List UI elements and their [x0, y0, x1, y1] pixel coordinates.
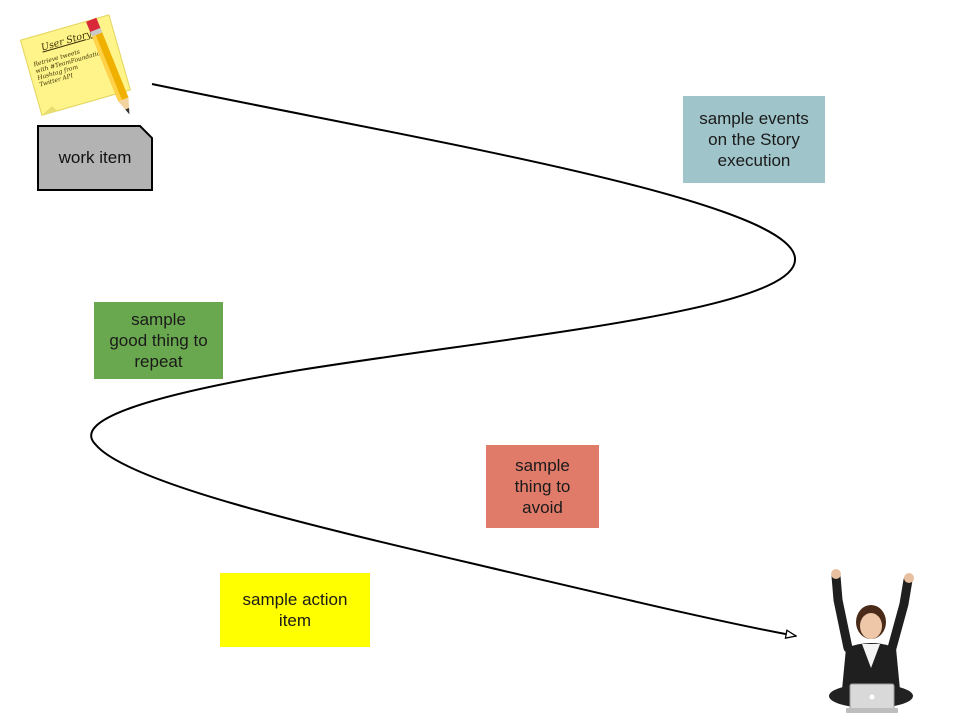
- note-action-item: sample action item: [220, 573, 370, 647]
- note-sample-events: sample events on the Story execution: [683, 96, 825, 183]
- note-good-thing: sample good thing to repeat: [94, 302, 223, 379]
- work-item-shape: [37, 125, 153, 191]
- work-item-label: work item: [58, 148, 132, 167]
- note-thing-to-avoid: sample thing to avoid: [486, 445, 599, 528]
- timeline-path: [90, 83, 796, 636]
- sticky-note-pencil-icon: User Story Retrieve tweets with #TeamFou…: [19, 14, 132, 116]
- celebrating-person-laptop-icon: [829, 569, 914, 713]
